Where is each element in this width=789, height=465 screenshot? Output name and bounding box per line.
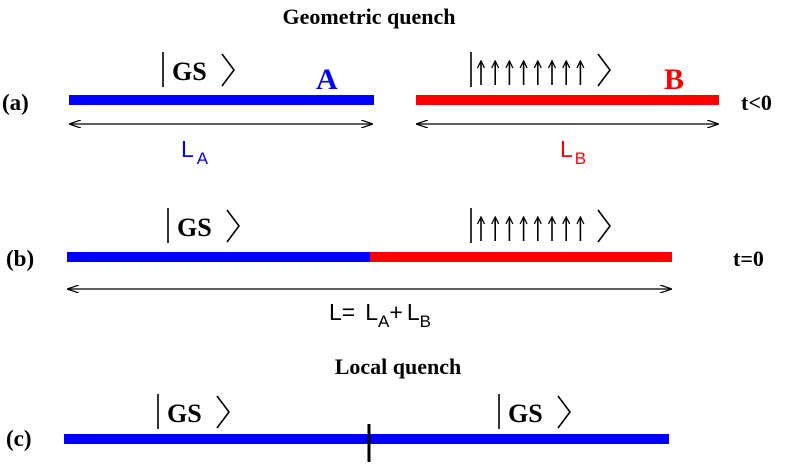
panel-c-left-gs-text: GS <box>167 399 202 428</box>
total-length-label: L=LA+LB <box>329 299 431 331</box>
local-quench-title: Local quench <box>335 354 462 379</box>
panel-b-gs-ket: GS <box>167 208 240 243</box>
region-a-label: A <box>316 63 338 96</box>
panel-c-right-gs-ket: GS <box>498 394 571 429</box>
panel-a-spin-up-ket <box>470 52 611 87</box>
panel-b-gs-text: GS <box>177 213 212 242</box>
panel-c-left-gs-ket: GS <box>157 394 230 429</box>
panel-a-label: (a) <box>2 90 29 115</box>
panel-c-right-gs-text: GS <box>508 399 543 428</box>
panel-b-label: (b) <box>6 246 34 271</box>
spin-up-arrows <box>481 61 580 85</box>
geometric-quench-title: Geometric quench <box>283 4 456 29</box>
panel-c-label: (c) <box>6 426 32 451</box>
panel-a-time: t<0 <box>741 90 772 115</box>
panel-a-gs-ket: GS <box>162 52 235 87</box>
panel-b-time: t=0 <box>733 246 764 271</box>
panel-b-spin-up-ket <box>470 208 611 243</box>
panel-a-gs-text: GS <box>172 57 207 86</box>
region-b-label: B <box>664 63 684 96</box>
spin-up-arrows <box>481 217 580 241</box>
